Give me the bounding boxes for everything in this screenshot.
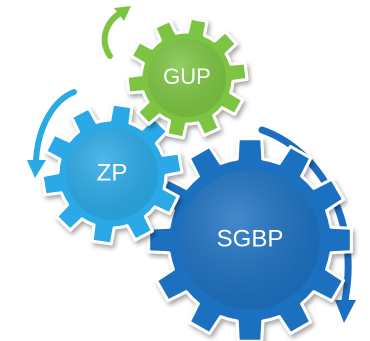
gear-label-gup: GUP [163, 64, 211, 89]
gear-gup-shine [147, 38, 227, 118]
gear-gup [125, 16, 249, 140]
gear-label-zp: ZP [97, 159, 128, 186]
gear-sgbp-shine [180, 170, 320, 310]
gear-label-sgbp: SGBP [217, 225, 284, 252]
arrow-zp [27, 89, 77, 178]
gear-sgbp [147, 137, 353, 341]
gear-zp [40, 102, 184, 246]
arrow-gup [101, 6, 131, 59]
gear-zp-shine [66, 128, 158, 220]
